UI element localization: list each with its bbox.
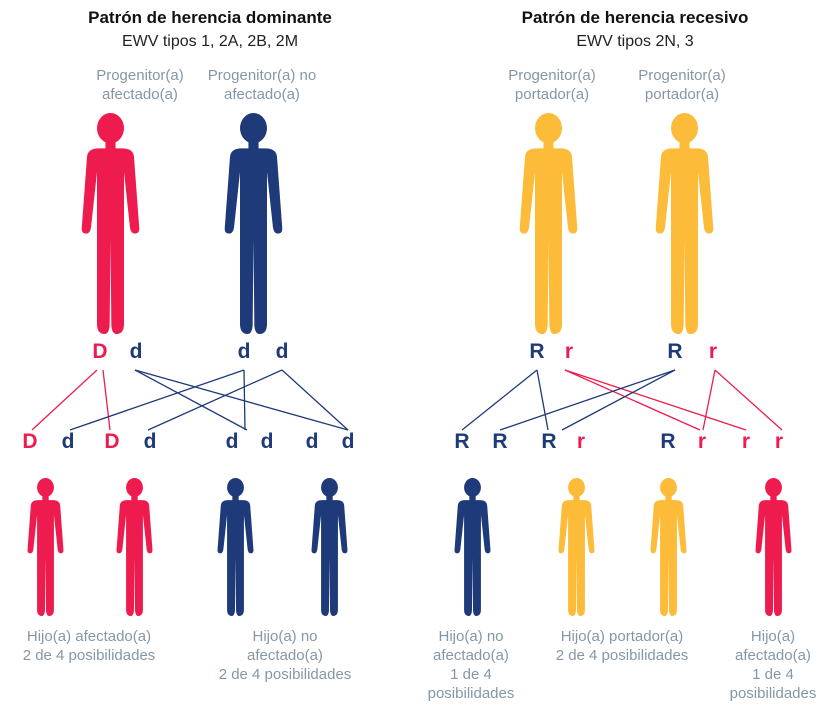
line-dom-d3-1 <box>147 369 283 431</box>
line-dom-d3-2 <box>281 369 349 431</box>
line-rec-r1-1 <box>564 369 701 431</box>
line-dom-D-2 <box>102 369 111 431</box>
child-carrier-figure-1 <box>558 478 595 616</box>
line-dom-d2-1 <box>69 369 245 431</box>
parent-carrier-right-figure <box>655 113 714 334</box>
recessive-child-allele-7: r <box>741 430 751 453</box>
dominant-child-allele-7: d <box>305 430 319 453</box>
child-unaffected-figure-1 <box>217 478 254 616</box>
child-unaffected-figure-3 <box>454 478 491 616</box>
parent-unaffected-figure <box>224 113 283 334</box>
recessive-child-allele-3: R <box>541 430 557 453</box>
recessive-parent-allele-3: R <box>667 340 683 363</box>
dominant-parent-allele-3: d <box>237 340 251 363</box>
parent-carrier-left-figure <box>519 113 578 334</box>
dominant-parent-allele-4: d <box>275 340 289 363</box>
recessive-parent-right-label: Progenitor(a)portador(a) <box>638 67 726 103</box>
dominant-child-allele-6: d <box>260 430 274 453</box>
dominant-parent-allele-2: d <box>129 340 143 363</box>
line-rec-R2-1 <box>499 369 676 431</box>
dominant-child-allele-8: d <box>341 430 355 453</box>
recessive-child-allele-4: r <box>576 430 586 453</box>
child-affected-figure-3 <box>755 478 792 616</box>
dominant-child-allele-1: D <box>22 430 38 453</box>
line-rec-R1-2 <box>536 369 549 431</box>
recessive-child-allele-2: R <box>492 430 508 453</box>
recessive-child-carrier-label: Hijo(a) portador(a)2 de 4 posibilidades <box>555 628 689 664</box>
dominant-child-allele-4: d <box>143 430 157 453</box>
line-dom-D-1 <box>31 369 98 431</box>
child-unaffected-figure-2 <box>311 478 348 616</box>
line-rec-R1-1 <box>461 369 538 431</box>
dominant-parent-left-label: Progenitor(a)afectado(a) <box>96 67 184 103</box>
recessive-child-allele-8: r <box>774 430 784 453</box>
line-dom-d1-1 <box>134 369 248 431</box>
dominant-child-allele-3: D <box>104 430 120 453</box>
dominant-child-allele-5: d <box>225 430 239 453</box>
line-rec-r1-2 <box>564 369 747 431</box>
dominant-child-affected-label: Hijo(a) afectado(a)2 de 4 posibilidades <box>22 628 156 664</box>
line-dom-d2-2 <box>243 369 246 431</box>
child-carrier-figure-2 <box>650 478 687 616</box>
recessive-subtitle: EWV tipos 2N, 3 <box>576 33 694 50</box>
line-rec-R2-2 <box>561 369 676 431</box>
line-rec-r2-2 <box>714 369 783 431</box>
parent-affected-figure <box>81 113 140 334</box>
recessive-parent-allele-2: r <box>564 340 574 363</box>
recessive-parent-left-label: Progenitor(a)portador(a) <box>508 67 596 103</box>
dominant-title: Patrón de herencia dominante <box>88 8 332 27</box>
recessive-parent-allele-4: r <box>708 340 718 363</box>
dominant-parent-allele-1: D <box>92 340 108 363</box>
recessive-child-allele-6: r <box>697 430 707 453</box>
child-affected-figure-1 <box>27 478 64 616</box>
recessive-parent-allele-1: R <box>529 340 545 363</box>
dominant-child-allele-2: d <box>61 430 75 453</box>
line-rec-r2-1 <box>702 369 716 431</box>
dominant-subtitle: EWV tipos 1, 2A, 2B, 2M <box>121 33 299 50</box>
recessive-title: Patrón de herencia recesivo <box>521 8 749 27</box>
recessive-child-allele-5: R <box>660 430 676 453</box>
line-dom-d1-2 <box>134 369 349 431</box>
recessive-child-allele-1: R <box>454 430 470 453</box>
child-affected-figure-2 <box>116 478 153 616</box>
